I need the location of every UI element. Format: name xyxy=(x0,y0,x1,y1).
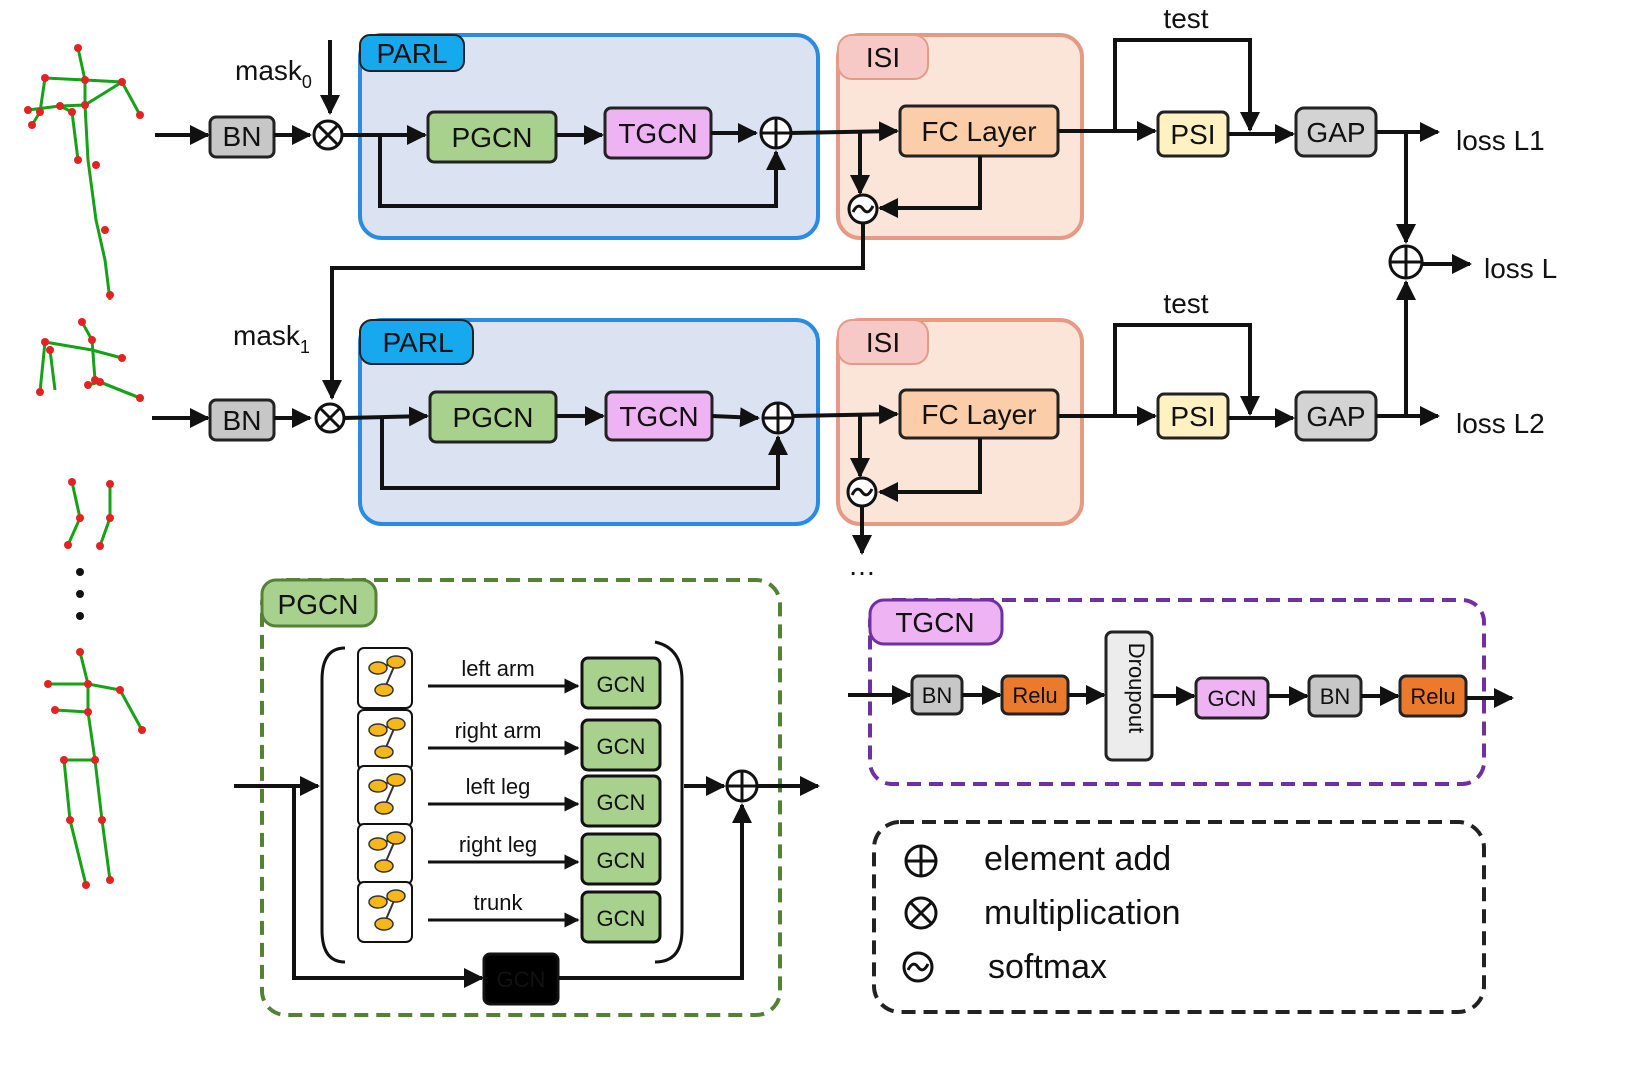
bn-label-1: BN xyxy=(223,121,262,152)
body-part-graph-icon xyxy=(357,709,413,771)
tgcn-detail-tag xyxy=(868,598,1004,646)
legend-softmax-label: softmax xyxy=(988,948,1107,986)
loss-l2-label: loss L2 xyxy=(1456,408,1545,439)
tgcn-relu-label-1: Relu xyxy=(1012,683,1057,708)
isi-tag-1 xyxy=(837,34,929,80)
tgcn-dropout-label: Droupout xyxy=(1124,643,1149,734)
skeleton-sequence xyxy=(24,44,146,889)
bn-label-2: BN xyxy=(223,405,262,436)
stream-row-1: PARL ISI BN mask0 PGCN TGCN xyxy=(155,3,1545,244)
softmax-node-1 xyxy=(847,193,879,225)
tgcn-detail-tag-label: TGCN xyxy=(895,607,974,638)
loss-l1-label: loss L1 xyxy=(1456,125,1545,156)
legend-multiply-icon xyxy=(904,896,938,930)
add-node-1 xyxy=(759,116,793,150)
parl-tag-1 xyxy=(359,34,465,72)
loss-add-node xyxy=(1388,244,1424,280)
legend-softmax-icon xyxy=(902,951,934,983)
pgcn-label-1: PGCN xyxy=(452,122,533,153)
gap-label-1: GAP xyxy=(1306,117,1365,148)
pgcn-label-2: PGCN xyxy=(453,402,534,433)
body-part-gcn-label: GCN xyxy=(597,790,646,815)
body-part-label: left leg xyxy=(466,774,531,799)
pgcn-detail-tag-label: PGCN xyxy=(278,589,359,620)
parl-tag-label-1: PARL xyxy=(376,38,447,69)
pgcn-detail-bottom-gcn-label: GCN xyxy=(497,967,546,992)
legend-multiply-label: multiplication xyxy=(984,894,1181,932)
tgcn-bn-label-2: BN xyxy=(1320,684,1351,709)
skeleton-figure-1 xyxy=(24,44,144,301)
tgcn-bn-label-1: BN xyxy=(922,683,953,708)
multiply-node-1 xyxy=(312,119,344,151)
tgcn-detail-panel: TGCN BN Relu Droupout GCN BN Relu xyxy=(848,598,1514,786)
test-label-2: test xyxy=(1163,288,1208,319)
body-part-gcn-box xyxy=(580,832,662,886)
skeleton-figure-4 xyxy=(44,648,146,889)
multiply-node-2 xyxy=(314,402,346,434)
body-part-gcn-box xyxy=(580,656,662,710)
body-part-gcn-label: GCN xyxy=(597,734,646,759)
body-part-graph-icon xyxy=(357,647,413,709)
psi-label-2: PSI xyxy=(1170,401,1215,432)
continuation-ellipsis: … xyxy=(848,550,876,581)
softmax-node-2 xyxy=(846,476,878,508)
parl-tag-2 xyxy=(359,319,474,365)
body-part-gcn-box xyxy=(580,890,662,944)
legend-add-icon xyxy=(904,844,938,878)
body-part-label: trunk xyxy=(474,890,524,915)
body-part-label: right leg xyxy=(459,832,537,857)
gap-label-2: GAP xyxy=(1306,401,1365,432)
body-part-label: right arm xyxy=(455,718,542,743)
body-part-label: left arm xyxy=(461,656,534,681)
pgcn-detail-tag xyxy=(260,578,378,628)
pgcn-detail-border xyxy=(260,578,782,1017)
loss-total-label: loss L xyxy=(1484,253,1557,284)
body-part-gcn-box xyxy=(580,718,662,772)
body-part-gcn-label: GCN xyxy=(597,672,646,697)
pgcn-detail-add-node xyxy=(725,769,759,803)
mask-label-1: mask0 xyxy=(235,55,312,92)
test-label-1: test xyxy=(1163,3,1208,34)
fc-layer-label-2: FC Layer xyxy=(921,399,1036,430)
body-part-graph-icon xyxy=(357,823,413,885)
body-part-graph-icon xyxy=(357,881,413,943)
tgcn-gcn-label: GCN xyxy=(1208,686,1257,711)
tgcn-detail-border xyxy=(868,598,1486,786)
isi-tag-2 xyxy=(837,319,929,365)
body-part-graph-icon xyxy=(357,765,413,827)
mask-label-2: mask1 xyxy=(233,320,310,357)
isi-tag-label-2: ISI xyxy=(866,327,900,358)
skeleton-figure-3 xyxy=(64,478,114,550)
stream-row-2: PARL ISI BN mask1 PGCN TGCN FC Layer xyxy=(152,280,1545,581)
tgcn-label-1: TGCN xyxy=(618,118,697,149)
isi-tag-label-1: ISI xyxy=(866,42,900,73)
body-part-gcn-box xyxy=(580,774,662,828)
skeleton-figure-2 xyxy=(36,318,144,402)
fc-layer-label-1: FC Layer xyxy=(921,116,1036,147)
tgcn-relu-label-2: Relu xyxy=(1410,684,1455,709)
legend-border xyxy=(872,820,1486,1014)
parl-tag-label-2: PARL xyxy=(382,327,453,358)
body-part-gcn-label: GCN xyxy=(597,848,646,873)
add-node-2 xyxy=(761,401,795,435)
ellipsis-dots xyxy=(76,568,84,620)
legend-panel: element add multiplication softmax xyxy=(872,820,1486,1014)
body-part-gcn-label: GCN xyxy=(597,906,646,931)
legend-add-label: element add xyxy=(984,840,1171,878)
tgcn-label-2: TGCN xyxy=(619,401,698,432)
psi-label-1: PSI xyxy=(1170,119,1215,150)
